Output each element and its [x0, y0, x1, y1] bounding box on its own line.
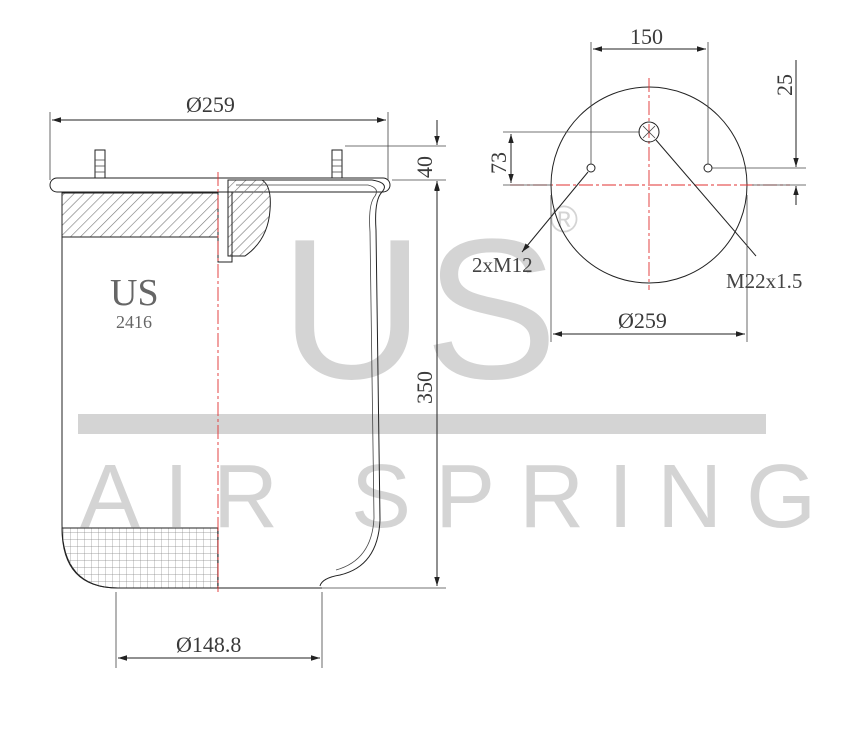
dim-stud-height: 40: [345, 120, 446, 205]
center-thread-label: M22x1.5: [726, 269, 802, 293]
piston-inner-wall: [236, 184, 377, 571]
dim-bottom-diameter: Ø148.8: [115, 592, 323, 668]
dim-top-diameter: Ø259: [49, 92, 389, 180]
piston-profile: [228, 179, 385, 587]
bolt-spacing-label: 150: [630, 24, 663, 49]
mounting-stud-right: [331, 149, 343, 179]
watermark: US ® AIR SPRING: [78, 198, 816, 547]
piston-grid: [61, 527, 219, 589]
bolt-hole-left: [586, 163, 596, 173]
offset-73-label: 73: [486, 152, 511, 174]
side-view: US 2416 Ø259 40 350 Ø148.8: [49, 92, 446, 668]
stud-height-label: 40: [412, 156, 437, 178]
model-number: 2416: [116, 312, 152, 332]
bolt-hole-right: [703, 163, 713, 173]
top-view: 150 25 73 2xM12 M22x1.5 Ø259: [472, 24, 806, 342]
section-hatch: [227, 179, 271, 257]
plate-diameter-label: Ø259: [618, 308, 667, 333]
dim-offset-73: 73: [486, 131, 640, 186]
height-label: 350: [412, 371, 437, 404]
watermark-bar: [78, 414, 766, 434]
bolt-thread-label: 2xM12: [472, 253, 533, 277]
watermark-logo-text: US: [280, 198, 558, 421]
center-thread-leader: [655, 139, 757, 257]
dim-plate-diameter: Ø259: [550, 195, 748, 342]
dim-height: 350: [322, 182, 446, 589]
mounting-stud-left: [94, 149, 106, 179]
top-bead-hatching: [61, 192, 219, 238]
dim-bolt-spacing: 150: [590, 24, 709, 164]
offset-25-label: 25: [772, 74, 797, 96]
bottom-diameter-label: Ø148.8: [176, 632, 241, 657]
top-diameter-label: Ø259: [186, 92, 235, 117]
dim-offset-25: 25: [712, 60, 806, 205]
brand-label: US: [110, 272, 159, 314]
bolt-thread-leader: [521, 171, 589, 253]
